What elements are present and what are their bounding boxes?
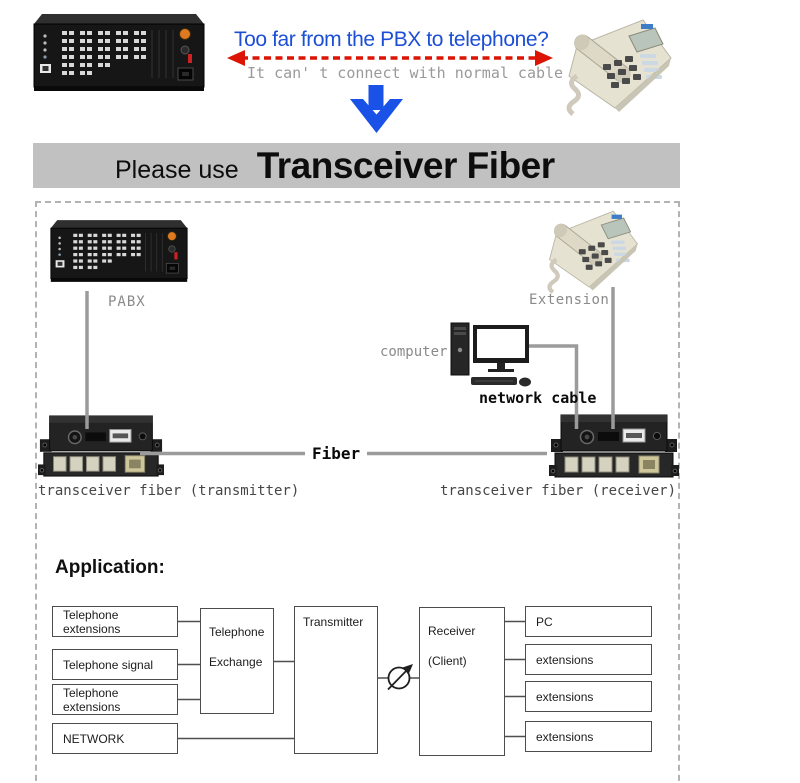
arrow-left-head-icon — [227, 50, 245, 66]
flow-box-telephone-extensions-2: Telephone extensions — [52, 684, 178, 715]
flow-box-extensions-3: extensions — [525, 721, 652, 752]
flow-box-transmitter: Transmitter — [294, 606, 378, 754]
pbx-device-icon — [33, 14, 205, 91]
flow-box-label: Transmitter — [303, 615, 364, 629]
blue-down-arrow-icon — [350, 85, 403, 133]
flow-box-label: PC — [536, 614, 553, 629]
transceiver-transmitter-photo — [38, 413, 164, 480]
fiber-label: Fiber — [305, 444, 368, 463]
flow-box-network: NETWORK — [52, 723, 178, 754]
flow-box-label: Telephone extensions — [63, 607, 121, 636]
flow-box-receiver-client: Receiver (Client) — [419, 607, 505, 756]
flow-box-label: Telephone extensions — [63, 685, 121, 714]
flow-box-label: Telephone signal — [63, 657, 154, 672]
extension-photo — [520, 206, 648, 294]
flow-box-label-line1: Receiver — [428, 624, 476, 638]
flow-box-telephone-exchange: Telephone Exchange — [200, 608, 274, 714]
flow-box-telephone-signal: Telephone signal — [52, 649, 178, 680]
pabx-photo — [46, 214, 192, 292]
flow-box-extensions-1: extensions — [525, 644, 652, 675]
flow-box-pc: PC — [525, 606, 652, 637]
network-cable-label: network cable — [479, 389, 597, 407]
headline-too-far: Too far from the PBX to telephone? — [234, 28, 549, 51]
transceiver-icon — [38, 415, 164, 477]
telephone-icon — [547, 210, 639, 294]
pabx-device-icon — [50, 220, 188, 282]
receiver-caption: transceiver fiber (receiver) — [440, 483, 677, 499]
computer-label: computer — [380, 344, 448, 360]
flow-box-label: extensions — [536, 689, 594, 704]
application-heading: Application: — [55, 557, 165, 578]
flow-box-telephone-extensions-1: Telephone extensions — [52, 606, 178, 637]
flow-box-label: extensions — [536, 729, 594, 744]
pabx-label: PABX — [108, 294, 146, 310]
subline-cant-connect: It can' t connect with normal cable — [247, 64, 564, 82]
banner-title: Transceiver Fiber — [256, 145, 555, 186]
flow-box-extensions-2: extensions — [525, 681, 652, 712]
pbx-photo — [28, 12, 210, 98]
telephone-photo — [543, 14, 675, 116]
telephone-icon — [566, 19, 672, 116]
banner-prefix: Please use — [115, 156, 239, 184]
extension-label: Extension — [529, 292, 610, 308]
diagram-frame — [35, 201, 680, 783]
flow-box-label-line2: Exchange — [209, 655, 263, 669]
flow-box-label: extensions — [536, 652, 594, 667]
transceiver-icon — [549, 414, 679, 478]
computer-photo — [443, 319, 535, 389]
transceiver-receiver-photo — [549, 413, 679, 480]
flow-box-label-line2: (Client) — [428, 654, 467, 668]
banner-please-use: Please use Transceiver Fiber — [33, 143, 680, 188]
flow-box-label: NETWORK — [63, 731, 125, 746]
flow-box-label-line1: Telephone — [209, 625, 265, 639]
transmitter-caption: transceiver fiber (transmitter) — [38, 483, 300, 499]
computer-icon — [450, 322, 531, 387]
